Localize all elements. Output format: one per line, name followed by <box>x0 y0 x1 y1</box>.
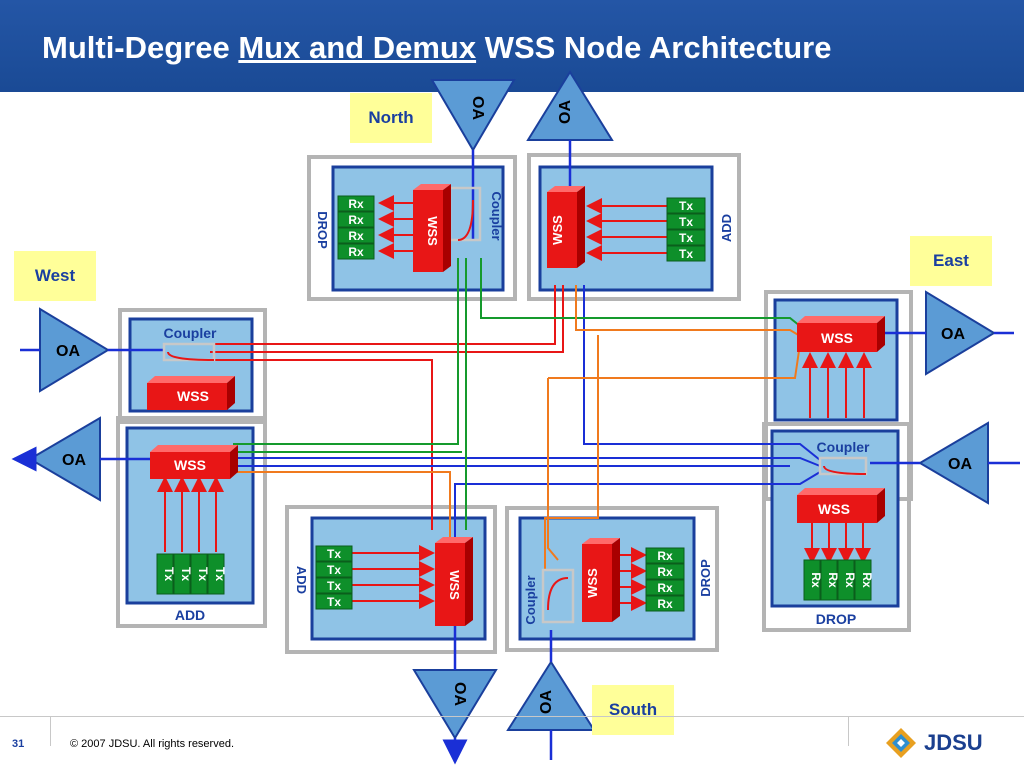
title-prefix: Multi-Degree <box>42 30 239 65</box>
rx-label: Rx <box>860 572 874 588</box>
cross-connect-orange <box>233 285 801 570</box>
drop-label-south: DROP <box>698 559 713 597</box>
cross-connect-green <box>233 258 801 530</box>
tx-label: Tx <box>327 547 341 561</box>
rx-label: Rx <box>657 565 673 579</box>
coupler-splits <box>167 199 867 611</box>
rx-label: Rx <box>657 597 673 611</box>
footer-divider <box>50 716 51 746</box>
rx-label: Rx <box>657 581 673 595</box>
wss-label-west-drop: WSS <box>177 388 209 404</box>
trx-stacks <box>156 195 872 612</box>
rx-label: Rx <box>843 572 857 588</box>
tx-label: Tx <box>196 567 210 581</box>
rx-label: Rx <box>809 572 823 588</box>
tx-label: Tx <box>679 231 693 245</box>
oa-label-west-out: OA <box>62 452 86 469</box>
tx-label: Tx <box>327 579 341 593</box>
page-title: Multi-Degree Mux and Demux WSS Node Arch… <box>42 30 832 66</box>
wss-label-west-add: WSS <box>174 457 206 473</box>
logo-text: JDSU <box>924 730 983 755</box>
copyright-text: © 2007 JDSU. All rights reserved. <box>70 738 235 750</box>
title-underlined: Mux and Demux <box>238 30 477 65</box>
page-number: 31 <box>12 738 25 750</box>
add-label-west: ADD <box>175 607 205 623</box>
wss-label-east-add: WSS <box>821 330 853 346</box>
title-suffix: WSS Node Architecture <box>476 30 832 65</box>
cross-connect-red <box>210 285 564 530</box>
module-panels <box>125 165 900 641</box>
coupler-label-north: Coupler <box>489 191 504 240</box>
rx-label: Rx <box>348 213 364 227</box>
trunk-fibers <box>11 140 1020 765</box>
coupler-label-east: Coupler <box>817 439 870 455</box>
jdsu-logo-icon <box>886 728 916 758</box>
outer-frames <box>116 153 913 654</box>
wss-blocks <box>147 184 885 626</box>
tx-label: Tx <box>679 247 693 261</box>
direction-label-west: West <box>14 251 96 301</box>
wss-label-north-drop: WSS <box>425 216 440 246</box>
direction-label-east: East <box>910 236 992 286</box>
tx-label: Tx <box>679 215 693 229</box>
wss-label-east-drop: WSS <box>818 501 850 517</box>
tx-label: Tx <box>179 567 193 581</box>
optical-amplifiers <box>28 70 996 740</box>
oa-label-west-in: OA <box>56 343 80 360</box>
rx-label: Rx <box>348 197 364 211</box>
wss-label-north-add: WSS <box>550 215 565 245</box>
oa-label-north-add: OA <box>557 100 574 124</box>
coupler-label-south: Coupler <box>523 575 538 624</box>
tx-label: Tx <box>162 567 176 581</box>
add-label-south: ADD <box>294 566 309 594</box>
rx-label: Rx <box>826 572 840 588</box>
tx-label: Tx <box>213 567 227 581</box>
tx-label: Tx <box>327 595 341 609</box>
drop-label-east: DROP <box>816 611 856 627</box>
oa-label-south-out: OA <box>451 682 468 706</box>
jdsu-logo: JDSU <box>884 726 983 760</box>
add-label-north: ADD <box>719 214 734 242</box>
wss-label-south-add: WSS <box>447 570 462 600</box>
cross-connect-blue <box>233 285 821 540</box>
rx-label: Rx <box>657 549 673 563</box>
oa-label-south-in: OA <box>538 690 555 714</box>
title-bar <box>0 0 1024 92</box>
tx-label: Tx <box>327 563 341 577</box>
drop-label-north: DROP <box>315 211 330 249</box>
oa-label-north-drop: OA <box>469 96 486 120</box>
rx-label: Rx <box>348 229 364 243</box>
footer-divider <box>0 716 1024 717</box>
tx-label: Tx <box>679 199 693 213</box>
rx-label: Rx <box>348 245 364 259</box>
coupler-label-west: Coupler <box>164 325 217 341</box>
direction-label-north: North <box>350 93 432 143</box>
direction-label-south: South <box>592 685 674 735</box>
oa-label-east-in: OA <box>948 456 972 473</box>
wss-label-south-drop: WSS <box>585 568 600 598</box>
oa-north-drop <box>430 79 516 152</box>
oa-label-east-out: OA <box>941 326 965 343</box>
footer-divider <box>848 716 849 746</box>
